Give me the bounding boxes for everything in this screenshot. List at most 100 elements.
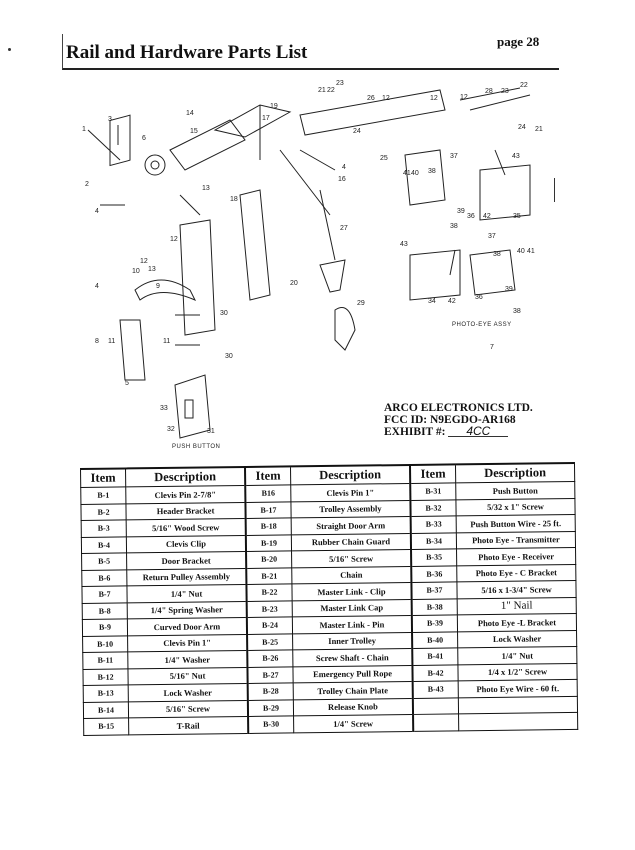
item-number: B-22 bbox=[246, 583, 293, 601]
fcc-id: FCC ID: N9EGDO-AR168 bbox=[384, 414, 516, 426]
callout-number: 14 bbox=[186, 110, 194, 117]
callout-number: 36 bbox=[467, 213, 475, 220]
item-number: B-25 bbox=[247, 633, 293, 651]
exhibit-label: EXHIBIT #: bbox=[384, 426, 446, 438]
item-number: B-6 bbox=[81, 569, 127, 587]
callout-number: 30 bbox=[225, 353, 233, 360]
callout-number: 22 bbox=[520, 82, 528, 89]
callout-number: 24 bbox=[518, 124, 526, 131]
item-description: 5/16 x 1-3/4" Screw bbox=[456, 580, 577, 599]
item-number: B-42 bbox=[412, 664, 459, 682]
callout-number: 27 bbox=[340, 225, 348, 232]
item-description: Photo Eye - C Bracket bbox=[456, 563, 576, 582]
item-description: T-Rail bbox=[128, 716, 249, 735]
callout-number: 12 bbox=[460, 94, 468, 101]
item-description: 5/16" Screw bbox=[128, 699, 249, 718]
item-description: Straight Door Arm bbox=[291, 516, 411, 535]
callout-number: 37 bbox=[450, 153, 458, 160]
callout-number: 28 bbox=[485, 88, 493, 95]
item-description: Push Button bbox=[455, 481, 575, 500]
callout-number: 39 bbox=[457, 208, 465, 215]
callout-number: 13 bbox=[202, 185, 210, 192]
callout-number: 3 bbox=[108, 116, 112, 123]
item-number: B-23 bbox=[246, 600, 293, 618]
callout-number: 23 bbox=[501, 88, 509, 95]
callout-number: 12 bbox=[382, 95, 390, 102]
callout-number: 43 bbox=[400, 241, 408, 248]
callout-number: 4 bbox=[95, 208, 99, 215]
callout-number: 10 bbox=[132, 268, 140, 275]
page-title: Rail and Hardware Parts List bbox=[66, 42, 308, 63]
item-number: B-43 bbox=[412, 680, 459, 698]
callout-number: 18 bbox=[230, 196, 238, 203]
item-number: B-35 bbox=[411, 548, 457, 566]
callout-number: 41 bbox=[527, 248, 535, 255]
callout-number: 38 bbox=[450, 223, 458, 230]
item-description: Master Link - Clip bbox=[291, 582, 412, 601]
item-description: Clevis Pin 1" bbox=[127, 633, 248, 652]
item-description: Return Pulley Assembly bbox=[126, 567, 247, 586]
item-number: B-8 bbox=[82, 602, 128, 620]
item-number: B-28 bbox=[247, 682, 294, 700]
callout-number: 15 bbox=[190, 128, 198, 135]
item-number bbox=[413, 713, 459, 731]
item-number: B-2 bbox=[80, 503, 127, 521]
item-number: B-39 bbox=[411, 614, 458, 632]
callout-number: 7 bbox=[490, 344, 494, 351]
item-number: B-17 bbox=[245, 501, 292, 519]
push-button-drawing bbox=[174, 374, 211, 439]
item-number: B-13 bbox=[83, 684, 129, 702]
callout-number: 38 bbox=[428, 168, 436, 175]
item-number: B-20 bbox=[246, 550, 292, 568]
item-description: Lock Washer bbox=[128, 683, 248, 702]
callout-number: 36 bbox=[475, 294, 483, 301]
item-description: Master Link - Pin bbox=[292, 615, 413, 634]
item-description: Clevis Clip bbox=[126, 534, 247, 553]
item-number bbox=[412, 697, 459, 715]
callout-number: 5 bbox=[125, 380, 129, 387]
callout-number: 42 bbox=[448, 298, 456, 305]
item-number: B-41 bbox=[412, 647, 458, 665]
item-description: 5/16" Screw bbox=[291, 549, 412, 568]
item-description: Header Bracket bbox=[125, 501, 246, 520]
item-number: B-3 bbox=[81, 519, 127, 537]
push-button-label: PUSH BUTTON bbox=[172, 444, 221, 450]
callout-number: 12 bbox=[430, 95, 438, 102]
item-description: 1/4" Spring Washer bbox=[127, 600, 247, 619]
item-description: Chain bbox=[291, 565, 412, 584]
item-description: Release Knob bbox=[293, 697, 414, 716]
callout-number: 40 bbox=[517, 248, 525, 255]
item-number: B-1 bbox=[80, 486, 126, 504]
callout-number: 6 bbox=[142, 135, 146, 142]
callout-number: 33 bbox=[160, 405, 168, 412]
callout-number: 42 bbox=[483, 213, 491, 220]
callout-number: 4 bbox=[95, 283, 99, 290]
callout-number: 19 bbox=[270, 103, 278, 110]
item-number: B-26 bbox=[247, 649, 293, 667]
item-description: Photo Eye - Receiver bbox=[456, 547, 576, 566]
header-item: Item bbox=[409, 464, 456, 484]
item-description: Rubber Chain Guard bbox=[291, 532, 412, 551]
header-bracket-assembly bbox=[87, 114, 246, 216]
header-description: Description bbox=[125, 466, 246, 487]
item-description: 1" Nail bbox=[457, 596, 577, 615]
item-description: Emergency Pull Rope bbox=[292, 664, 413, 683]
callout-number: 30 bbox=[220, 310, 228, 317]
item-number: B16 bbox=[245, 484, 291, 502]
callout-number: 8 bbox=[95, 338, 99, 345]
fcc-block: ARCO ELECTRONICS LTD. FCC ID: N9EGDO-AR1… bbox=[384, 402, 533, 438]
callout-number: 38 bbox=[493, 251, 501, 258]
exhibit-handwritten: 4CC bbox=[448, 425, 509, 437]
callout-number: 9 bbox=[156, 283, 160, 290]
callout-number: 38 bbox=[513, 308, 521, 315]
title-box bbox=[62, 34, 559, 70]
item-description: Door Bracket bbox=[126, 551, 247, 570]
item-description: Photo Eye - Transmitter bbox=[456, 530, 576, 549]
item-number: B-19 bbox=[245, 534, 292, 552]
item-number: B-4 bbox=[81, 536, 127, 554]
item-description: Clevis Pin 1" bbox=[290, 483, 411, 502]
callout-number: 12 bbox=[170, 236, 178, 243]
callout-number: 22 bbox=[327, 87, 335, 94]
callout-number: 41 bbox=[403, 170, 411, 177]
